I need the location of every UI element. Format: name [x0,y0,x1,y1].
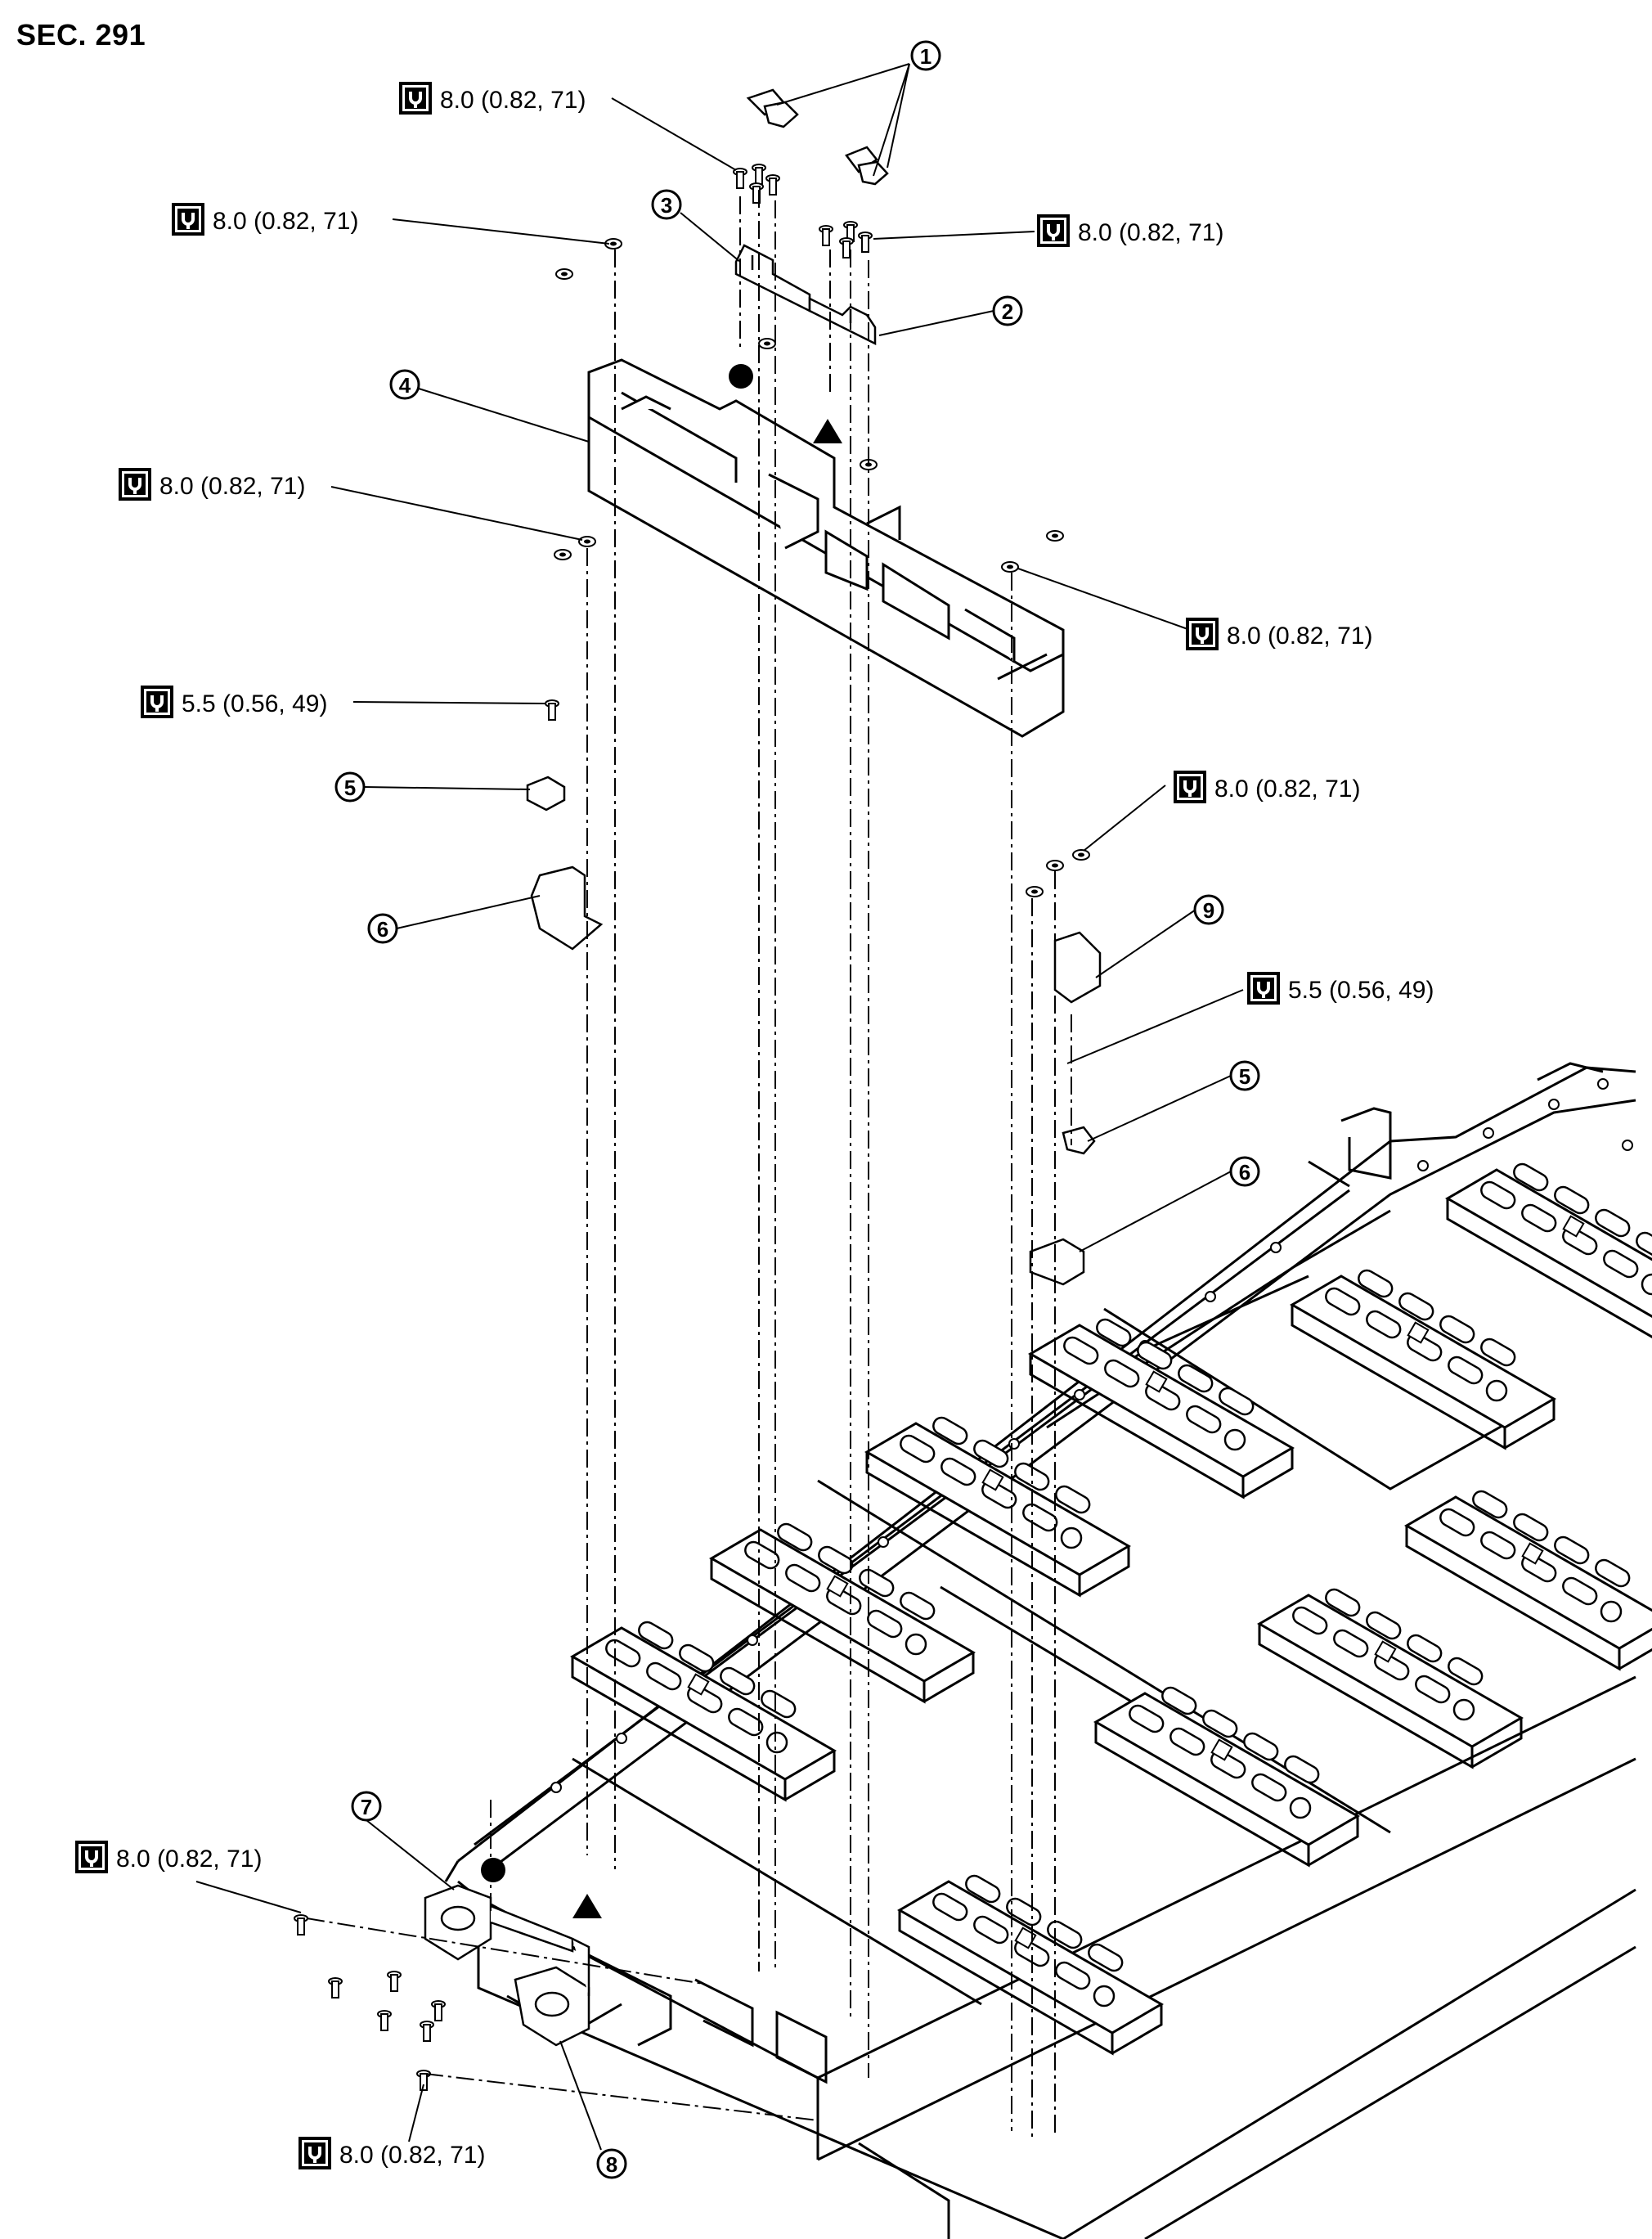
torque-wrench-icon [141,686,173,718]
torque-wrench-icon [172,203,204,236]
svg-text:5.5 (0.56, 49): 5.5 (0.56, 49) [182,690,327,717]
callout-6-right: 6 [1229,1156,1260,1187]
filled-triangle-marker [572,1894,602,1918]
svg-text:5.5 (0.56, 49): 5.5 (0.56, 49) [1288,977,1434,1004]
callout-3: 3 [651,189,682,220]
bracket-6-left [530,865,604,951]
svg-text:3: 3 [661,193,672,218]
callout-5-right: 5 [1229,1060,1260,1091]
small-bolts-7-8 [294,1914,446,2091]
callout-6-left: 6 [367,913,398,944]
torque-label: 8.0 (0.82, 71) [1186,618,1372,650]
torque-wrench-icon [1037,214,1070,247]
svg-text:7: 7 [361,1795,372,1819]
torque-wrench-icon [75,1841,108,1873]
bracket-6-right [1029,1238,1085,1286]
torque-wrench-icon [1247,972,1280,1005]
filled-circle-marker [729,364,753,389]
battery-modules [571,1159,1652,2055]
svg-text:5: 5 [344,776,356,800]
callout-5-left: 5 [334,771,366,803]
svg-text:8.0 (0.82, 71): 8.0 (0.82, 71) [116,1846,262,1873]
svg-text:9: 9 [1203,898,1214,923]
svg-text:8.0 (0.82, 71): 8.0 (0.82, 71) [159,473,305,500]
torque-wrench-icon [119,468,151,501]
callout-4: 4 [389,369,420,400]
leader-lines [195,63,1244,2151]
bracket-5-left [526,776,566,812]
svg-text:2: 2 [1002,299,1013,324]
svg-text:8: 8 [606,2152,617,2177]
alignment-lines [306,190,1072,2137]
svg-text:5: 5 [1239,1064,1250,1089]
battery-upper-frame [587,358,1065,738]
callout-1: 1 [910,40,941,71]
torque-label: 8.0 (0.82, 71) [119,468,305,501]
torque-label: 5.5 (0.56, 49) [141,686,327,718]
svg-text:8.0 (0.82, 71): 8.0 (0.82, 71) [440,87,586,114]
svg-text:8.0 (0.82, 71): 8.0 (0.82, 71) [339,2142,485,2169]
bracket-9 [1053,931,1102,1004]
svg-text:6: 6 [1239,1160,1250,1185]
svg-text:8.0 (0.82, 71): 8.0 (0.82, 71) [1214,776,1360,803]
svg-text:6: 6 [377,917,388,942]
bracket-3 [734,244,811,313]
torque-wrench-icon [399,82,432,115]
torque-wrench-icon [299,2137,331,2169]
torque-label: 8.0 (0.82, 71) [172,203,358,236]
torque-label: 8.0 (0.82, 71) [1037,214,1223,247]
svg-text:8.0 (0.82, 71): 8.0 (0.82, 71) [1078,219,1223,246]
caps-1 [746,88,889,186]
bracket-7 [424,1884,574,1961]
callout-7: 7 [351,1791,382,1822]
filled-triangle-marker [813,419,842,443]
callout-8: 8 [596,2148,627,2179]
torque-label: 8.0 (0.82, 71) [299,2137,485,2169]
torque-wrench-icon [1174,771,1206,803]
bracket-2 [808,296,877,346]
svg-text:4: 4 [399,373,411,398]
svg-text:8.0 (0.82, 71): 8.0 (0.82, 71) [1227,623,1372,650]
section-title: SEC. 291 [16,18,146,52]
torque-wrench-icon [1186,618,1219,650]
torque-label: 8.0 (0.82, 71) [399,82,586,115]
svg-text:1: 1 [920,44,931,69]
callout-9: 9 [1193,894,1224,925]
torque-label: 8.0 (0.82, 71) [75,1841,262,1873]
callout-2: 2 [992,295,1023,326]
torque-label: 8.0 (0.82, 71) [1174,771,1360,803]
bracket-8 [514,1937,590,2047]
torque-label: 5.5 (0.56, 49) [1247,972,1434,1005]
filled-circle-marker [481,1858,505,1882]
svg-text:8.0 (0.82, 71): 8.0 (0.82, 71) [213,208,358,235]
